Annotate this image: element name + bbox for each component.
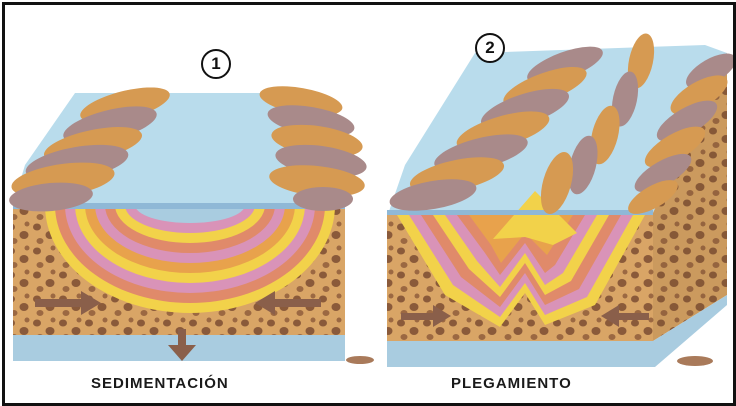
stage-2-number: 2: [475, 33, 505, 63]
folding-base-pebble: [677, 356, 713, 366]
stage-1-number: 1: [201, 49, 231, 79]
sedimentation-block: [8, 80, 369, 361]
folding-block: [346, 31, 733, 367]
folding-water-edge: [387, 210, 653, 215]
stage-1-caption: SEDIMENTACIÓN: [91, 375, 229, 392]
sedimentation-base-pebble: [346, 356, 374, 364]
stage-2-caption: PLEGAMIENTO: [451, 375, 572, 392]
